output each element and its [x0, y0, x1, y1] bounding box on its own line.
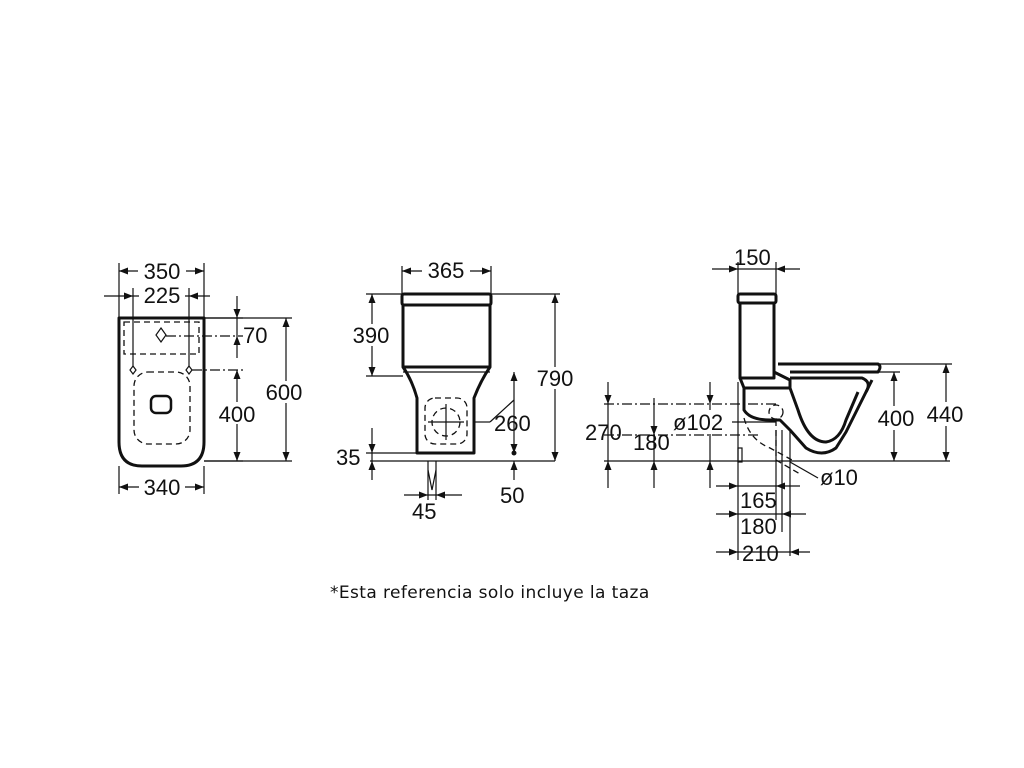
side-outlet-diameter-label: ø102 [673, 410, 723, 435]
top-view-bowl [133, 371, 191, 445]
front-outlet-height-label: 260 [494, 411, 531, 436]
front-total-height-label: 790 [537, 366, 574, 391]
side-trap-dashed [743, 417, 801, 475]
side-inlet-height-label: 270 [585, 420, 622, 445]
side-wall-210-label: 210 [742, 541, 779, 566]
front-outlet-dashed [424, 397, 468, 445]
side-wall-180-label: 180 [740, 514, 777, 539]
top-view: 350 225 70 400 600 340 [104, 259, 308, 500]
front-cistern-height-label: 390 [353, 323, 390, 348]
side-fixing-diameter-label: ø10 [820, 465, 858, 490]
top-view-cistern [123, 321, 200, 355]
side-cistern-lid [736, 292, 778, 305]
top-fixing-spacing-label: 400 [219, 402, 256, 427]
side-cistern-depth-label: 150 [734, 245, 771, 270]
side-wall-165-label: 165 [740, 488, 777, 513]
side-cistern-body [738, 303, 776, 380]
side-outlet-axis-label: 180 [633, 430, 670, 455]
side-bowl-outer [742, 379, 874, 455]
side-seat [778, 362, 882, 374]
front-width-label: 365 [428, 258, 465, 283]
top-view-outline [117, 316, 206, 468]
top-view-fixing-left [129, 365, 137, 375]
front-view: 365 390 790 260 35 45 [336, 258, 579, 524]
side-seat-height-label: 400 [878, 406, 915, 431]
top-view-inlet-marker [155, 326, 167, 344]
front-outlet-width-label: 45 [412, 499, 436, 524]
front-cistern-body [401, 305, 492, 369]
top-view-outlet [149, 394, 173, 415]
top-view-fixing-right [185, 365, 193, 375]
front-side-offset-label: 50 [500, 483, 524, 508]
footnote: *Esta referencia solo incluye la taza [330, 583, 650, 603]
top-width-overall-label: 350 [144, 259, 181, 284]
top-width-base-label: 340 [144, 475, 181, 500]
top-depth-label: 600 [266, 380, 303, 405]
front-cistern-lid [400, 292, 493, 307]
side-outlet-circle [768, 404, 784, 420]
side-rim-height-label: 440 [927, 402, 964, 427]
side-view: 150 270 180 ø102 400 440 ø10 165 [585, 245, 968, 566]
front-base-offset-label: 35 [336, 445, 360, 470]
top-width-inner-label: 225 [144, 283, 181, 308]
side-bowl-inner [788, 387, 860, 444]
front-pan-body [401, 366, 492, 455]
top-hole-offset-label: 70 [243, 323, 267, 348]
